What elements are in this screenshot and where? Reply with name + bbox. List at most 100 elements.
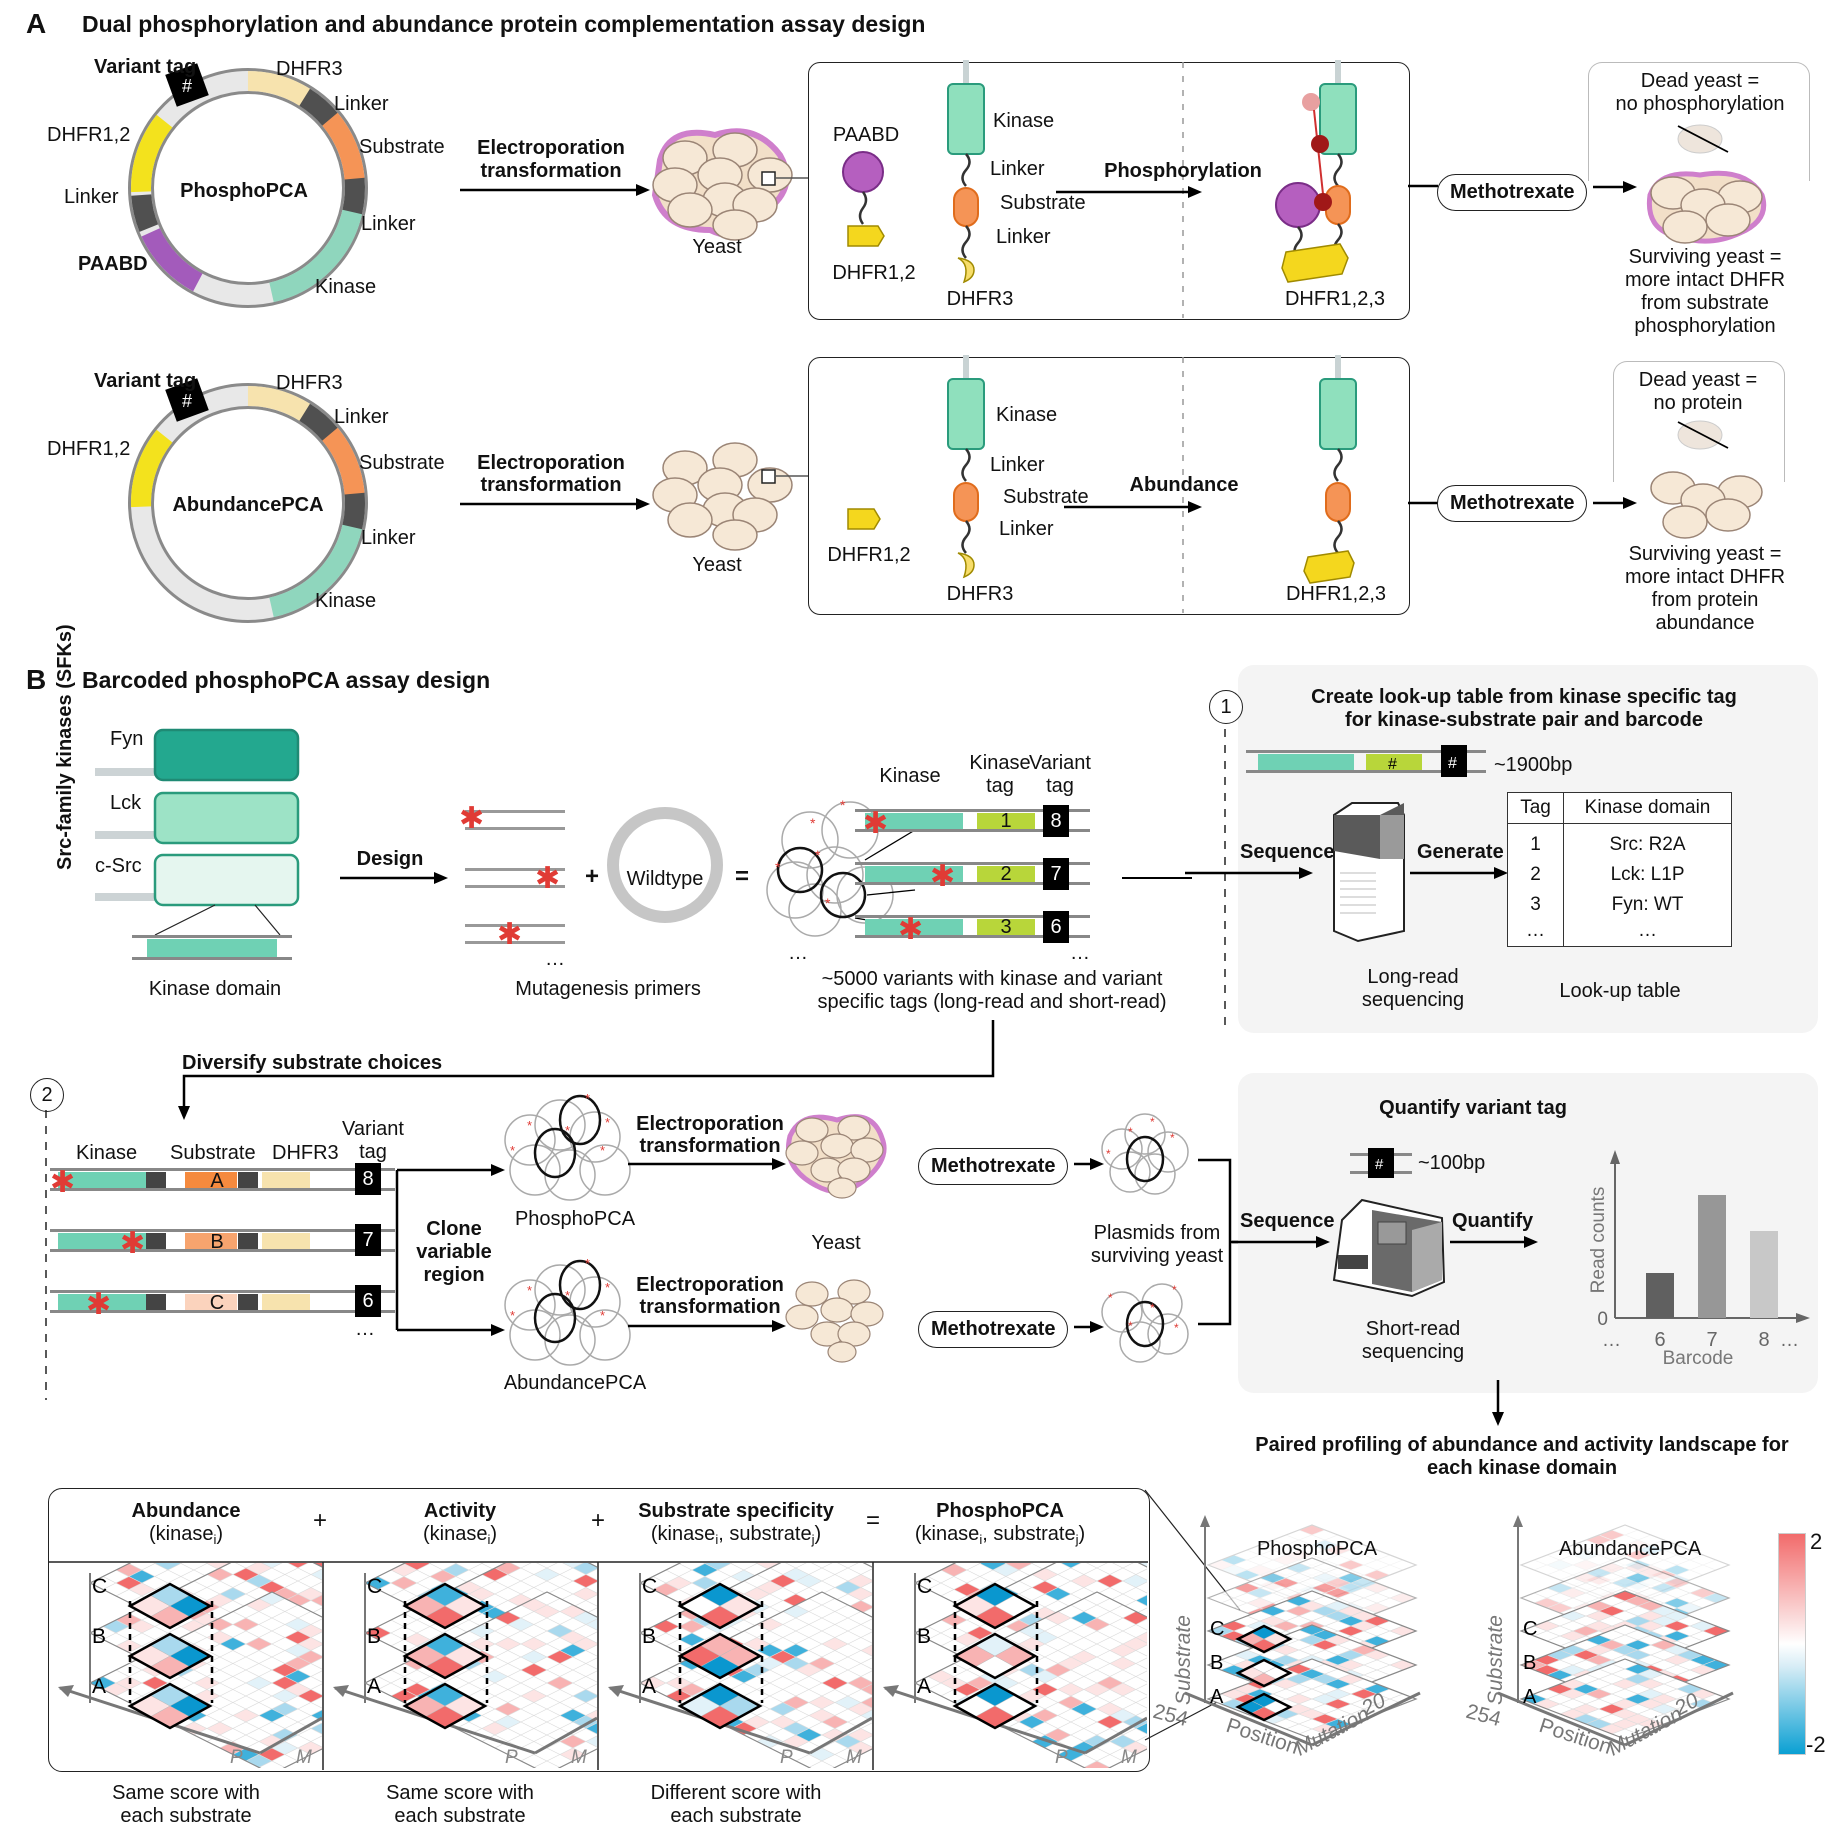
heatmap-cell: [1663, 1554, 1691, 1566]
heatmap-cell: [572, 1728, 597, 1742]
dead-yeast-line2: no protein: [1653, 392, 1743, 414]
heatmap-cell: [1324, 1554, 1352, 1566]
substrate-layer-label: B: [917, 1625, 931, 1648]
svg-text:#: #: [1448, 755, 1457, 772]
heatmap-cell: [1311, 1539, 1339, 1551]
svg-text:*: *: [775, 859, 781, 875]
variant-tag-value: 6: [362, 1290, 374, 1312]
panel-a-title: Dual phosphorylation and abundance prote…: [82, 11, 926, 37]
heatmap-cell: [585, 1594, 597, 1607]
short-read-sequencer-icon: [1332, 1198, 1446, 1298]
kinase-lck-label: Lck: [110, 792, 142, 814]
heatmap-cell: [1135, 1670, 1147, 1683]
panel-b-title: Barcoded phosphoPCA assay design: [82, 667, 491, 693]
highlight-outline: [952, 1682, 1038, 1730]
lookup-header-kinase-domain: Kinase domain: [1584, 797, 1711, 818]
heatmap-cell: [585, 1618, 597, 1631]
highlight-outline: [677, 1582, 763, 1630]
variant-tag-value: 7: [362, 1229, 374, 1251]
linker-label: Linker: [334, 406, 389, 428]
heatmap-cell: [1350, 1554, 1378, 1566]
substrate-layer-label: A: [1210, 1686, 1224, 1708]
heatmap-cell: [1533, 1554, 1561, 1566]
kinase-tag-value: 3: [1000, 916, 1012, 938]
plus-operator: +: [312, 1507, 328, 1534]
svg-text:*: *: [565, 1288, 570, 1303]
heatmap-cell: [1122, 1563, 1147, 1575]
dead-yeast-line1: Dead yeast =: [1640, 70, 1760, 92]
heatmap-cell: [1122, 1663, 1147, 1677]
heatmap-cell: [1650, 1539, 1678, 1551]
highlight-outline: [1235, 1692, 1293, 1722]
heatmap-cell: [1122, 1650, 1147, 1664]
svg-text:✱: ✱: [120, 1227, 145, 1260]
heatmap-cell: [1135, 1722, 1147, 1735]
heatmap-cell: [1676, 1559, 1704, 1571]
connector-line: [1122, 877, 1192, 879]
abundance-caption-1: Same score with: [112, 1782, 260, 1804]
heatmap-cell: [1135, 1683, 1147, 1696]
x-suffix-ellipsis: …: [1780, 1330, 1799, 1351]
heatmap-cell: [847, 1663, 872, 1677]
heatmap-cell: [1135, 1594, 1147, 1607]
panel-b-letter: B: [26, 664, 47, 695]
heatmap-cell: [310, 1696, 322, 1709]
quantify-title: Quantify variant tag: [1379, 1097, 1567, 1119]
heatmap-cell: [1135, 1618, 1147, 1631]
substrate-segment: [131, 386, 365, 620]
svg-text:*: *: [600, 1143, 605, 1158]
heatmap-cell: [1122, 1728, 1147, 1742]
kinase-domain-label: Kinase: [996, 404, 1058, 426]
colorbar-max: 2: [1810, 1529, 1823, 1554]
kinase-fyn-label: Fyn: [110, 728, 144, 750]
mutagenesis-primers: ✱ ✱ ✱: [459, 802, 565, 951]
substrate-domain-label: Substrate: [1000, 192, 1086, 214]
highlight-outline: [952, 1582, 1038, 1630]
phosphopca-header: PhosphoPCA: [936, 1500, 1064, 1522]
svg-text:✱: ✱: [86, 1288, 111, 1321]
svg-text:#: #: [1388, 756, 1397, 773]
heatmap-cell: [1572, 1549, 1600, 1561]
heatmap-cell: [1246, 1544, 1274, 1556]
substrate-domain-label: Substrate: [1003, 486, 1089, 508]
heatmap-cell: [1689, 1554, 1717, 1566]
heatmap-cell: [572, 1676, 597, 1690]
heatmap-cell: [562, 1563, 584, 1569]
heatmap-cell: [261, 1563, 283, 1569]
arrow: [1450, 1236, 1538, 1248]
variant-tag-value: 7: [1050, 863, 1062, 885]
variant-tag-header-2: tag: [1046, 775, 1074, 797]
svg-text:✱: ✱: [863, 807, 888, 840]
heatmap-cell: [1135, 1581, 1147, 1594]
surviving-line3: from substrate: [1641, 292, 1769, 314]
svg-text:*: *: [815, 847, 821, 863]
highlight-outline: [677, 1682, 763, 1730]
diversify-arrow: [178, 1020, 995, 1120]
dhfr3-label: DHFR3: [276, 58, 343, 80]
variants-caption-1: ~5000 variants with kinase and variant: [821, 968, 1163, 990]
heatmap-cell: [297, 1650, 322, 1664]
abundancepca-plasmid-pool: ******: [504, 1256, 631, 1366]
kinase-domain-cell: …: [1638, 920, 1658, 941]
z-axis-label: Substrate: [1172, 1615, 1195, 1705]
kinase-domain-cell: Lck: L1P: [1610, 864, 1685, 885]
x-tick-label: 7: [1706, 1329, 1717, 1351]
y-tick-zero: 0: [1597, 1309, 1608, 1330]
dhfr123-label: DHFR1,2,3: [1284, 288, 1386, 310]
heatmap-cell: [1298, 1544, 1326, 1556]
heatmap-cell: [297, 1574, 322, 1588]
heatmap-cell: [1585, 1554, 1613, 1566]
heatmap-cell: [1376, 1554, 1404, 1566]
heatmap-cell: [1135, 1644, 1147, 1657]
dead-yeast-frame: [1588, 62, 1810, 181]
kinase-tag-value: 1: [1000, 810, 1012, 832]
substrate-layer-label: B: [1210, 1652, 1223, 1674]
svg-text:*: *: [840, 797, 846, 813]
heatmap-cell: [1311, 1529, 1339, 1541]
heatmap-cell: [1611, 1544, 1639, 1556]
surviving-line2: more intact DHFR: [1624, 566, 1786, 588]
design-label: Design: [356, 848, 424, 870]
quantify-label: Quantify: [1452, 1210, 1534, 1232]
heatmap-cell: [297, 1637, 322, 1651]
